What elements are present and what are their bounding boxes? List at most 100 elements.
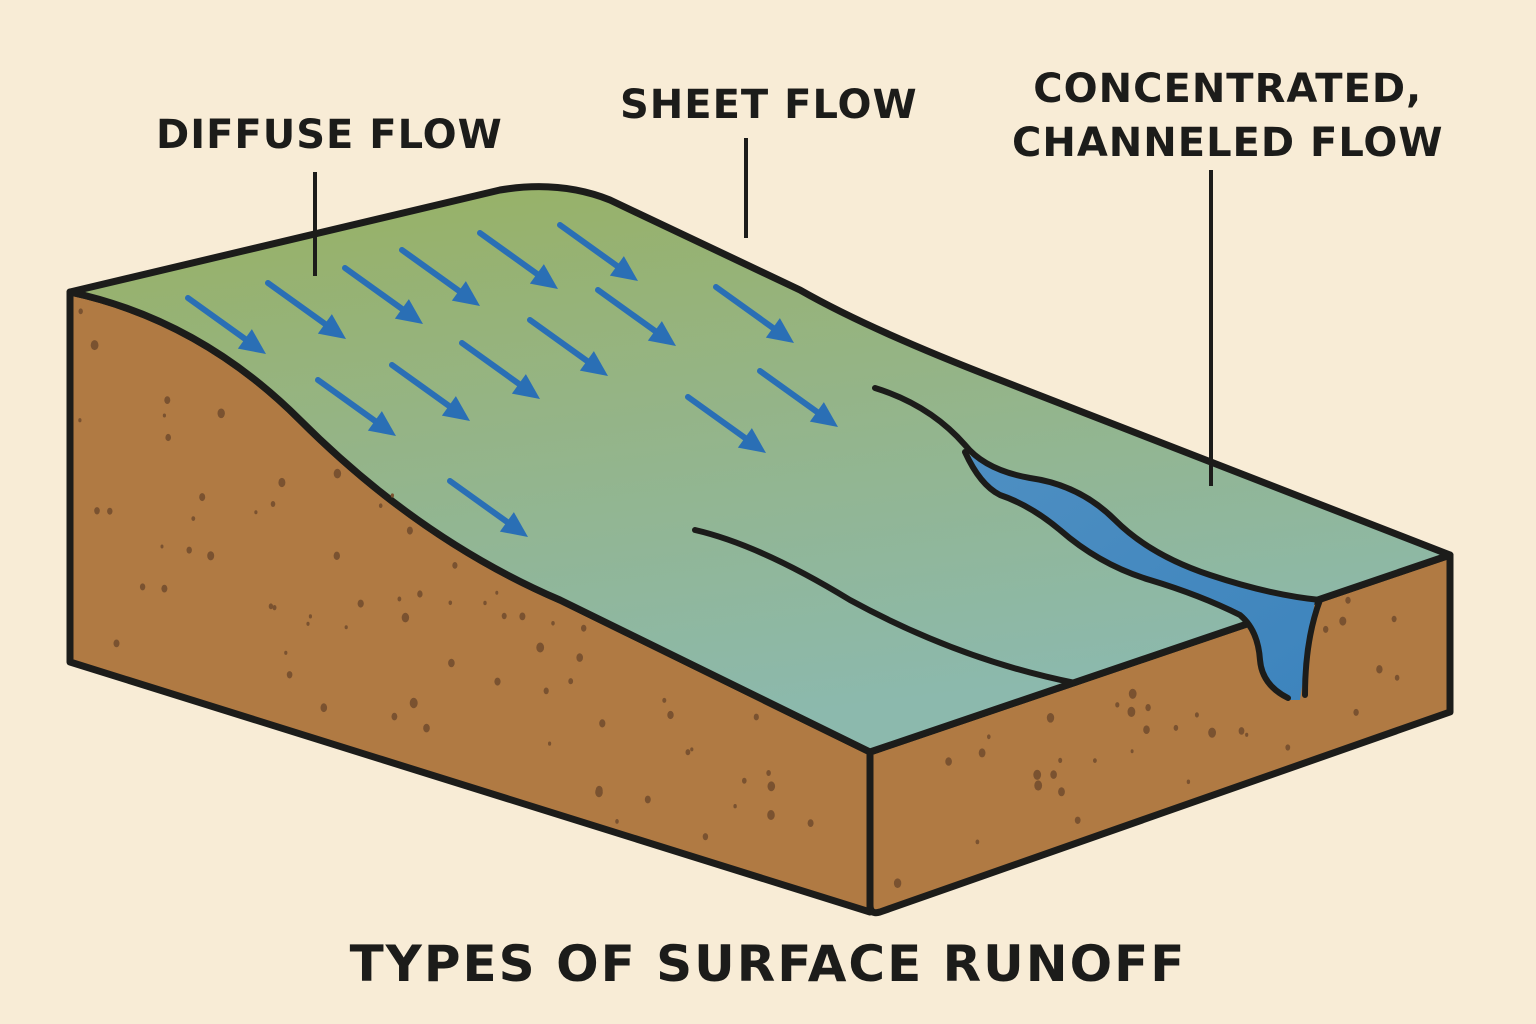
soil-dot: [581, 624, 587, 632]
soil-dot: [576, 653, 583, 662]
flow-arrow: [477, 230, 558, 289]
soil-dot: [1186, 779, 1191, 785]
flow-arrow: [527, 317, 608, 376]
soil-dot: [978, 748, 986, 758]
soil-dot: [1145, 704, 1151, 712]
soil-dot: [165, 433, 171, 442]
soil-dot: [186, 546, 192, 554]
soil-dot: [1285, 744, 1291, 751]
soil-dot: [306, 621, 310, 626]
soil-dot: [1058, 757, 1063, 764]
soil-dot: [1339, 616, 1347, 626]
soil-dot: [423, 723, 430, 733]
soil-dot: [284, 650, 288, 655]
soil-dot: [767, 810, 775, 820]
soil-dot: [644, 795, 651, 804]
soil-texture-dots: [78, 308, 1400, 888]
soil-dot: [615, 819, 619, 824]
soil-dot: [1394, 674, 1400, 681]
soil-dot: [397, 596, 402, 602]
flow-arrow: [459, 340, 540, 399]
flow-arrow: [399, 247, 480, 306]
soil-dot: [685, 749, 691, 756]
soil-dot: [357, 599, 364, 608]
soil-dot: [893, 878, 902, 888]
soil-dot: [417, 590, 423, 598]
soil-dot: [333, 468, 342, 479]
soil-dot: [1194, 712, 1199, 718]
label-diffuse-flow: DIFFUSE FLOW: [156, 112, 503, 158]
soil-dot: [1376, 665, 1383, 674]
soil-dot: [308, 614, 312, 619]
soil-dot: [1323, 625, 1329, 633]
flow-arrow: [185, 295, 266, 354]
soil-dot: [753, 713, 759, 721]
soil-dot: [390, 493, 394, 498]
soil-dot: [378, 503, 383, 509]
soil-dot: [1208, 727, 1216, 738]
flow-arrows: [185, 222, 838, 537]
diagram-title: TYPES OF SURFACE RUNOFF: [349, 935, 1187, 993]
soil-dot: [1115, 702, 1120, 708]
soil-dot: [448, 600, 453, 606]
soil-dot: [1050, 770, 1057, 779]
soil-dot: [344, 625, 348, 630]
soil-dot: [1127, 706, 1136, 718]
soil-dot: [286, 671, 293, 679]
soil-dot: [494, 677, 501, 686]
soil-dot: [406, 526, 413, 535]
soil-dot: [409, 697, 418, 709]
soil-dot: [945, 757, 952, 766]
soil-dot: [161, 584, 168, 593]
flow-arrow: [447, 478, 528, 537]
soil-dot: [767, 781, 776, 792]
flow-arrow: [315, 377, 396, 436]
soil-dot: [595, 787, 603, 798]
soil-dot: [543, 687, 549, 695]
soil-dot: [975, 839, 980, 845]
soil-dot: [113, 639, 120, 648]
soil-dot: [207, 551, 215, 561]
flow-arrow: [342, 265, 423, 324]
soil-dot: [501, 612, 507, 620]
label-sheet-flow: SHEET FLOW: [620, 82, 918, 128]
soil-dot: [742, 777, 747, 784]
soil-dot: [391, 712, 398, 721]
soil-dot: [254, 510, 258, 515]
flow-arrow: [713, 284, 794, 343]
soil-dot: [1245, 732, 1249, 737]
soil-dot: [278, 477, 286, 488]
soil-dot: [1143, 725, 1150, 734]
soil-dot: [1093, 758, 1097, 763]
soil-dot: [495, 590, 499, 595]
soil-dot: [270, 501, 276, 507]
soil-dot: [667, 710, 674, 720]
soil-dot: [987, 734, 991, 740]
soil-dot: [160, 544, 164, 549]
soil-dot: [164, 396, 171, 404]
soil-dot: [568, 678, 574, 685]
soil-dot: [139, 583, 146, 591]
soil-dot: [107, 507, 113, 515]
soil-dot: [191, 516, 196, 521]
flow-arrow: [557, 222, 638, 281]
soil-dot: [268, 603, 274, 610]
soil-dot: [1130, 749, 1134, 754]
soil-dot: [1034, 780, 1043, 791]
soil-dot: [483, 600, 487, 606]
soil-dot: [94, 507, 100, 515]
ground-surface: [66, 183, 1454, 756]
soil-dot: [272, 605, 277, 611]
soil-dot: [90, 340, 99, 351]
soil-dot: [662, 697, 667, 703]
flow-arrow: [389, 362, 470, 421]
soil-dot: [217, 408, 225, 419]
soil-dot: [199, 493, 206, 502]
soil-dot: [401, 612, 410, 623]
soil-dot: [1353, 708, 1359, 716]
soil-dot: [702, 833, 709, 841]
soil-dot: [766, 770, 771, 776]
soil-dot: [162, 413, 166, 418]
soil-dot: [78, 308, 83, 315]
